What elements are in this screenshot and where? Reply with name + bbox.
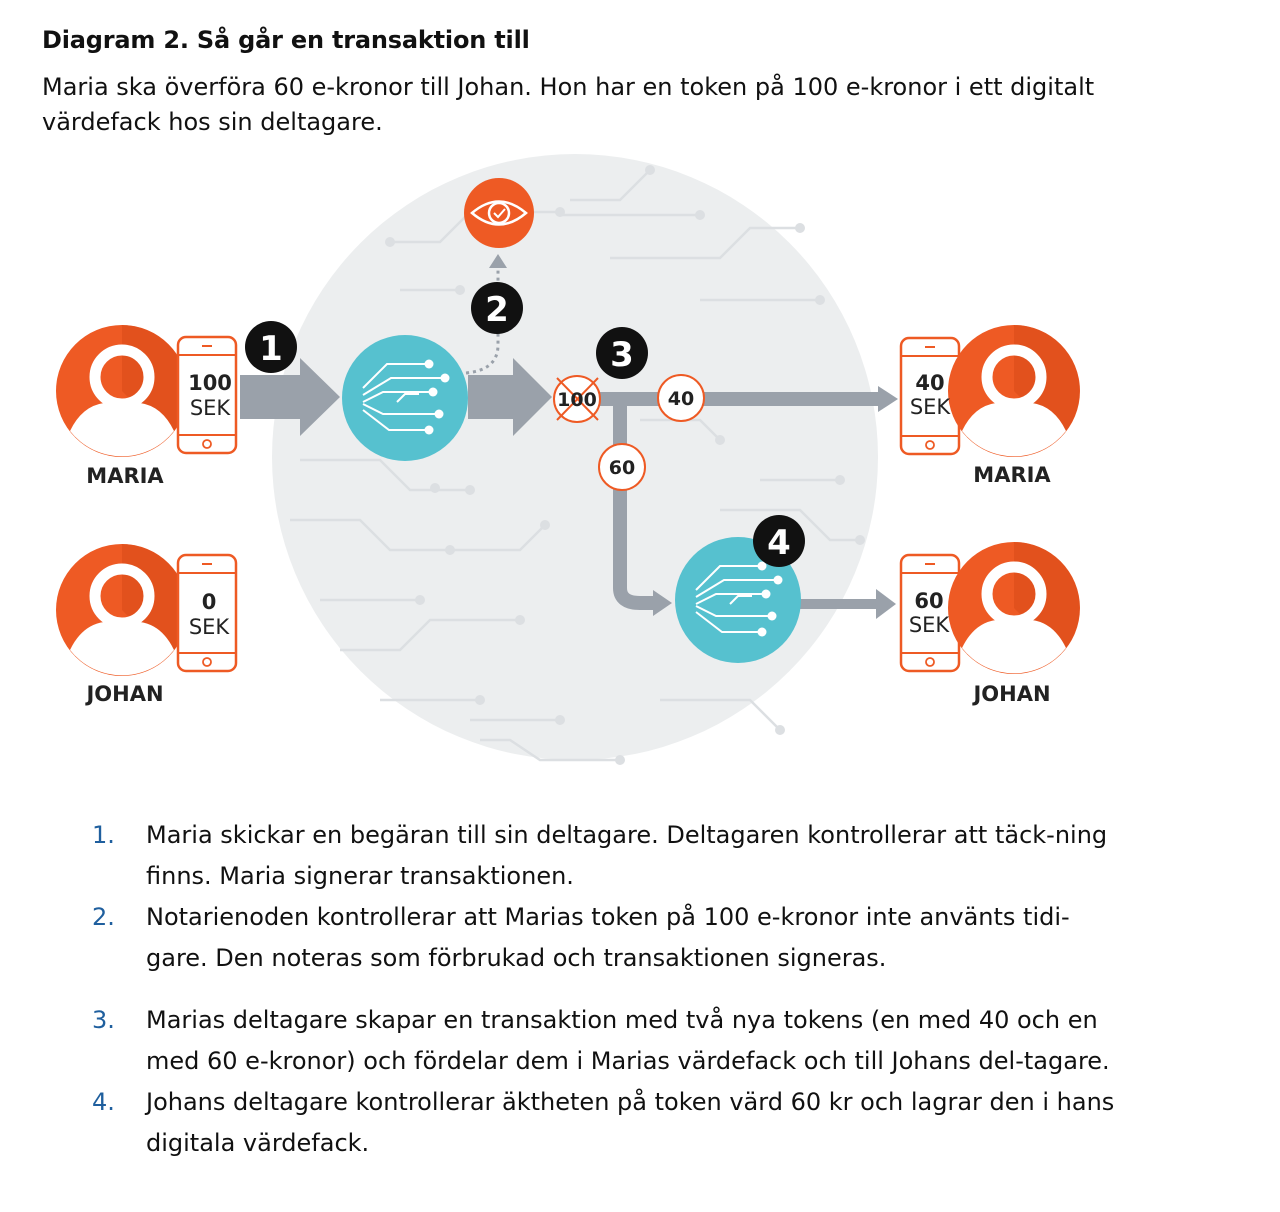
svg-text:4: 4 [767, 523, 791, 563]
step-text: Marias deltagare skapar en transaktion m… [146, 1006, 1110, 1075]
step-number: 4. [92, 1088, 115, 1116]
transaction-diagram: 100 40 60 1 2 3 4 100 SEK MARIA 0 SEK JO… [0, 154, 1280, 767]
arrowhead-johan-after [876, 589, 896, 619]
johan-before-label: JOHAN [84, 682, 163, 706]
intro-text: Maria ska överföra 60 e-kronor till Joha… [42, 73, 1095, 136]
svg-text:2: 2 [485, 290, 509, 330]
arrow-to-johan-node [613, 404, 655, 610]
maria-before-label: MARIA [86, 464, 164, 488]
arrowhead-notary [489, 254, 507, 268]
johan-person-icon [56, 544, 188, 676]
arrowhead-maria-after [878, 386, 898, 412]
step-badge-3: 3 [596, 327, 648, 379]
svg-text:100: 100 [557, 389, 597, 411]
step-item-3: 3. Marias deltagare skapar en transaktio… [92, 1000, 1122, 1082]
johan-after-amount: 60 [914, 589, 943, 613]
svg-text:60: 60 [609, 457, 635, 479]
page-title: Diagram 2. Så går en transaktion till [42, 26, 530, 54]
maria-after-person-icon [948, 325, 1080, 457]
maria-before-currency: SEK [190, 396, 232, 420]
johan-before-amount: 0 [202, 590, 217, 614]
step-item-2: 2. Notarienoden kontrollerar att Marias … [92, 897, 1122, 979]
spent-token-100: 100 [553, 375, 601, 423]
step-text: Maria skickar en begäran till sin deltag… [146, 821, 1108, 890]
step-number: 1. [92, 821, 115, 849]
network-background [272, 154, 878, 760]
step-item-1: 1. Maria skickar en begäran till sin del… [92, 815, 1122, 897]
johan-before-currency: SEK [189, 615, 231, 639]
johan-after-person-icon [948, 542, 1080, 674]
step-badge-4: 4 [753, 515, 805, 567]
maria-phone-icon [176, 335, 238, 455]
arrow-node-to-split [468, 358, 552, 436]
step-number: 2. [92, 903, 115, 931]
johan-after-label: JOHAN [971, 682, 1050, 706]
step-number: 3. [92, 1006, 115, 1034]
svg-text:1: 1 [259, 329, 283, 369]
step-badge-2: 2 [471, 282, 523, 334]
step-text: Notarienoden kontrollerar att Marias tok… [146, 903, 1070, 972]
notary-connector [465, 268, 500, 375]
step-badge-1: 1 [245, 321, 297, 373]
notary-eye-check-icon [464, 178, 534, 248]
maria-participant-node-icon [341, 334, 469, 462]
step-item-4: 4. Johans deltagare kontrollerar äkthete… [92, 1082, 1122, 1164]
step-list: 1. Maria skickar en begäran till sin del… [92, 815, 1122, 1164]
johan-after-currency: SEK [909, 613, 951, 637]
maria-after-label: MARIA [973, 463, 1051, 487]
svg-text:40: 40 [668, 388, 694, 410]
step-text: Johans deltagare kontrollerar äktheten p… [146, 1088, 1115, 1157]
arrowhead-johan-node [653, 590, 672, 616]
maria-before-amount: 100 [188, 371, 232, 395]
maria-after-currency: SEK [910, 395, 952, 419]
token-40: 40 [657, 374, 705, 422]
token-60: 60 [598, 443, 646, 491]
maria-person-icon [56, 325, 188, 457]
svg-text:3: 3 [610, 335, 634, 375]
arrow-maria-to-node [240, 358, 340, 436]
maria-after-amount: 40 [915, 371, 944, 395]
